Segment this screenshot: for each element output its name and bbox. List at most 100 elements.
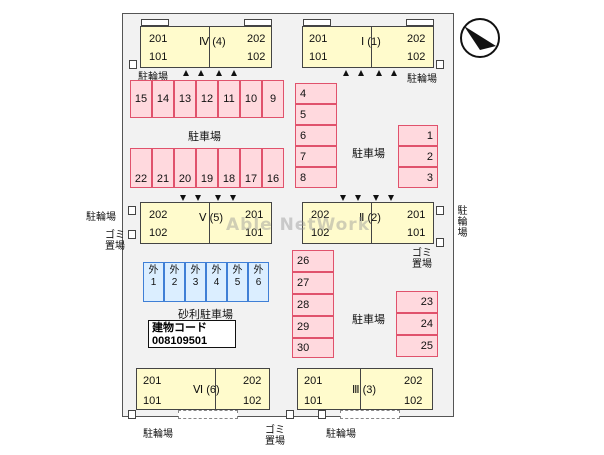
unit-102: 102 <box>149 227 168 239</box>
parking-space: 13 <box>174 80 196 118</box>
entrance-arrow-icon <box>388 195 394 201</box>
gravel-lot-label: 砂利駐車場 <box>178 309 233 321</box>
building-code-title: 建物コード <box>152 322 207 334</box>
bike-label: 駐輪場 <box>457 206 468 239</box>
annex <box>340 410 400 419</box>
gravel-space: 外 1 <box>143 262 164 302</box>
building-ii: 202 201 102 101 Ⅱ (2) <box>302 202 434 244</box>
parking-lot-label: 駐車場 <box>188 131 221 143</box>
building-iii: 201 202 101 102 Ⅲ (3) <box>297 368 433 410</box>
bike-rack <box>436 206 444 215</box>
entrance-arrow-icon <box>180 195 186 201</box>
parking-space: 12 <box>196 80 218 118</box>
building-vi: 201 202 101 102 Ⅵ (6) <box>136 368 270 410</box>
unit-202: 202 <box>247 33 266 45</box>
gravel-space: 外 5 <box>227 262 248 302</box>
garbage-label: ゴミ置場 <box>105 230 125 252</box>
bike-rack <box>436 60 444 69</box>
parking-space: 1 <box>398 125 438 146</box>
gravel-space: 外 4 <box>206 262 227 302</box>
building-code-box: 建物コード 008109501 <box>148 320 236 348</box>
building-v: 202 201 102 101 Ⅴ (5) <box>140 202 272 244</box>
bike-label: 駐輪場 <box>143 429 173 440</box>
unit-202: 202 <box>149 209 168 221</box>
watermark: Able NetWork <box>226 215 370 235</box>
bike-label: 駐輪場 <box>326 429 356 440</box>
parking-lot-label: 駐車場 <box>352 148 385 160</box>
unit-101: 101 <box>245 227 264 239</box>
entrance-arrow-icon <box>195 195 201 201</box>
entrance-arrow-icon <box>358 70 364 76</box>
unit-102: 102 <box>247 51 266 63</box>
unit-101: 101 <box>149 51 168 63</box>
building-name: Ⅱ (2) <box>359 212 381 224</box>
parking-space: 24 <box>396 313 438 335</box>
parking-space: 28 <box>292 294 334 316</box>
unit-101: 101 <box>143 395 162 407</box>
entrance-arrow-icon <box>198 70 204 76</box>
unit-101: 101 <box>309 51 328 63</box>
bike-rack <box>128 206 136 215</box>
parking-space: 25 <box>396 335 438 357</box>
entrance-arrow-icon <box>231 70 237 76</box>
unit-201: 201 <box>309 33 328 45</box>
parking-lot-label: 駐車場 <box>352 314 385 326</box>
parking-space: 14 <box>152 80 174 118</box>
building-name: Ⅲ (3) <box>352 384 377 396</box>
building-iv: 201 202 101 102 Ⅳ (4) <box>140 19 272 68</box>
entrance-arrow-icon <box>183 70 189 76</box>
garbage-label: ゴミ置場 <box>412 248 432 270</box>
bike-rack <box>129 60 137 69</box>
garbage-box <box>436 238 444 247</box>
parking-space: 29 <box>292 316 334 338</box>
north-arrow-icon <box>460 18 500 58</box>
entrance-arrow-icon <box>373 195 379 201</box>
unit-202: 202 <box>407 33 426 45</box>
unit-201: 201 <box>149 33 168 45</box>
unit-102: 102 <box>311 227 330 239</box>
parking-space: 20 <box>174 148 196 188</box>
parking-space: 18 <box>218 148 240 188</box>
building-code-value: 008109501 <box>152 335 208 347</box>
garbage-box <box>128 230 136 239</box>
bike-rack <box>318 410 326 419</box>
unit-201: 201 <box>143 375 162 387</box>
unit-101: 101 <box>407 227 426 239</box>
entrance-arrow-icon <box>376 70 382 76</box>
bike-label: 駐輪場 <box>86 212 116 223</box>
entrance-arrow-icon <box>355 195 361 201</box>
unit-201: 201 <box>245 209 264 221</box>
building-name: Ⅰ (1) <box>361 36 381 48</box>
parking-space: 16 <box>262 148 284 188</box>
parking-space: 7 <box>295 146 337 167</box>
parking-space: 30 <box>292 338 334 358</box>
gravel-space: 外 2 <box>164 262 185 302</box>
parking-space: 19 <box>196 148 218 188</box>
unit-102: 102 <box>404 395 423 407</box>
parking-space: 11 <box>218 80 240 118</box>
entrance-arrow-icon <box>215 195 221 201</box>
unit-201: 201 <box>304 375 323 387</box>
parking-space: 27 <box>292 272 334 294</box>
parking-space: 4 <box>295 83 337 104</box>
garbage-box <box>286 410 294 419</box>
bike-label: 駐輪場 <box>138 72 168 83</box>
building-name: Ⅳ (4) <box>199 36 226 48</box>
unit-202: 202 <box>243 375 262 387</box>
bike-label: 駐輪場 <box>407 74 437 85</box>
unit-201: 201 <box>407 209 426 221</box>
parking-space: 2 <box>398 146 438 167</box>
parking-space: 9 <box>262 80 284 118</box>
parking-space: 17 <box>240 148 262 188</box>
unit-202: 202 <box>311 209 330 221</box>
garbage-label: ゴミ置場 <box>265 425 285 447</box>
gravel-space: 外 3 <box>185 262 206 302</box>
entrance-arrow-icon <box>343 70 349 76</box>
entrance-arrow-icon <box>230 195 236 201</box>
unit-102: 102 <box>243 395 262 407</box>
parking-space: 5 <box>295 104 337 125</box>
building-name: Ⅴ (5) <box>199 212 224 224</box>
building-i: 201 202 101 102 Ⅰ (1) <box>302 19 434 68</box>
entrance-arrow-icon <box>391 70 397 76</box>
parking-space: 15 <box>130 80 152 118</box>
